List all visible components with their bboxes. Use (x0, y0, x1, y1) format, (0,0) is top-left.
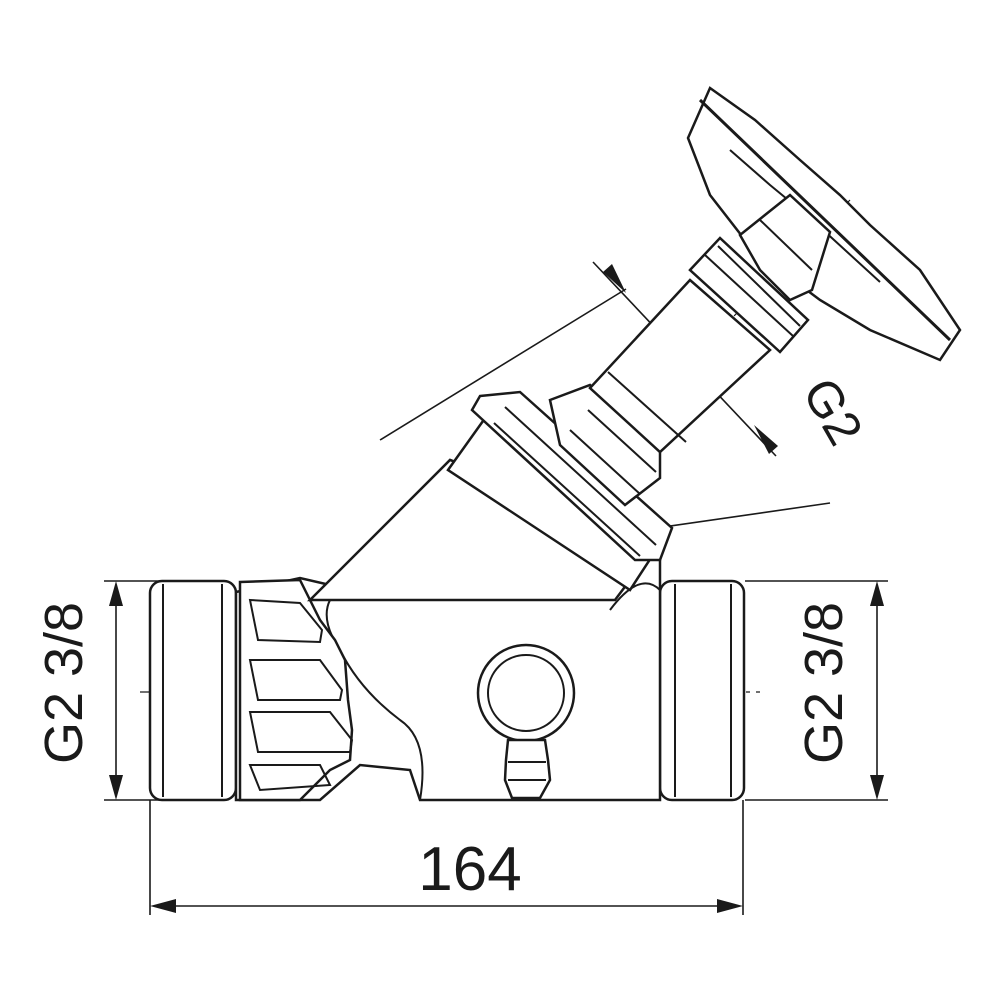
handwheel (686, 86, 962, 362)
overall-length-dimension-line (149, 800, 744, 915)
inlet-thread-dimension-line (104, 580, 160, 801)
inlet-thread-dimension-label: G2 3/8 (34, 602, 94, 764)
gland-nut (548, 383, 662, 507)
outlet-thread-dimension-line (745, 580, 888, 801)
valve-bonnet (306, 390, 674, 602)
outlet-thread-dimension-label: G2 3/8 (794, 602, 854, 764)
overall-length-dimension-label: 164 (418, 835, 521, 904)
bonnet-thread-dimension-label: G2 (792, 369, 874, 455)
valve-stem (588, 236, 810, 454)
